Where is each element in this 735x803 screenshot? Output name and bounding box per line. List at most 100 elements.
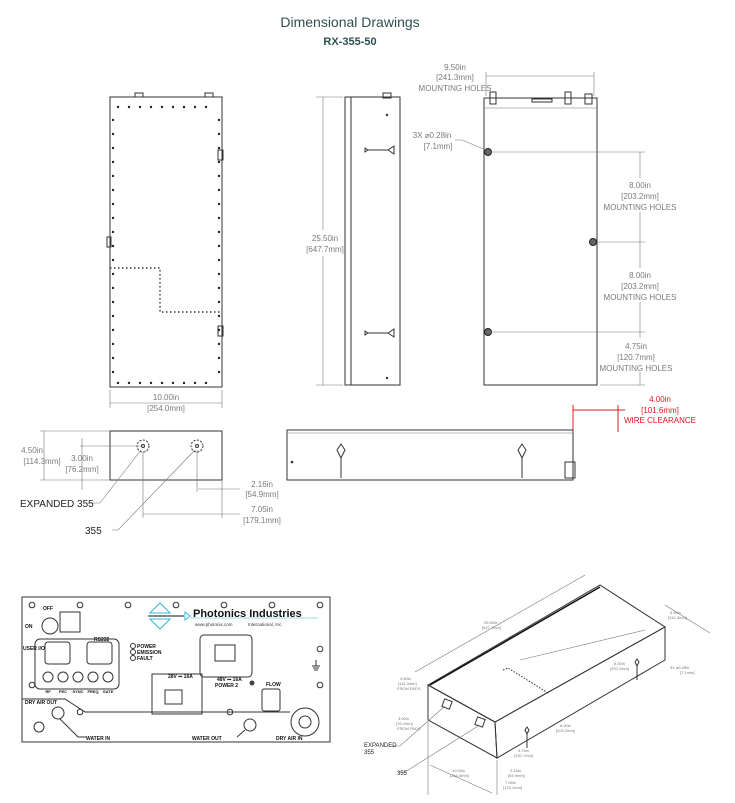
- panel-screw: [28, 601, 36, 609]
- iso-w-mm: [254.0mm]: [450, 773, 469, 778]
- iso-b-mm: [179.1mm]: [503, 785, 522, 790]
- panel-button-freq: [87, 671, 99, 683]
- iso-c-in: 3.00in: [398, 716, 409, 721]
- d1-in: 8.00in: [629, 181, 651, 190]
- iso-w-in: 10.00in: [452, 768, 465, 773]
- fastener-dot: [116, 381, 120, 385]
- fastener-dot: [111, 216, 115, 220]
- fastener-dot: [217, 216, 221, 220]
- fastener-dot: [217, 328, 221, 332]
- fastener-dot: [111, 160, 115, 164]
- fastener-dot: [111, 146, 115, 150]
- fastener-dot: [127, 381, 131, 385]
- page-title: Dimensional Drawings: [280, 14, 419, 30]
- fastener-dot: [193, 105, 197, 109]
- end-a-mm: [54.9mm]: [245, 490, 278, 499]
- hole-diameter-mm: [7.1mm]: [424, 142, 453, 151]
- 355-label: 355: [85, 526, 102, 537]
- led-emission: EMISSION: [137, 650, 162, 656]
- iso-b-in: 7.05in: [505, 780, 516, 785]
- panel-screw: [220, 601, 228, 609]
- fastener-dot: [217, 356, 221, 360]
- panel-screw: [172, 601, 180, 609]
- dry-air-in-label: DRY AIR IN: [276, 736, 303, 742]
- width-dim-mm: [254.0mm]: [147, 404, 185, 413]
- iso-d2-in: 8.00in: [560, 723, 571, 728]
- clearance-in: 4.00in: [649, 395, 671, 404]
- panel-screw: [76, 601, 84, 609]
- iso-h-in: 4.50in: [400, 676, 411, 681]
- fastener-dot: [111, 272, 115, 276]
- rs232-label: RS232: [94, 637, 110, 643]
- iso-length-mm: [647.7mm]: [482, 625, 501, 630]
- d2-mm: [203.2mm]: [621, 282, 659, 291]
- brand-name: Photonics Industries: [193, 608, 302, 620]
- holes-dim-mm: [241.3mm]: [436, 73, 474, 82]
- iso-d3-in: 4.75in: [518, 748, 529, 753]
- d2-label: MOUNTING HOLES: [604, 293, 677, 302]
- flow-label: FLOW: [266, 682, 281, 688]
- length-dim-mm: [647.7mm]: [306, 245, 344, 254]
- fastener-dot: [217, 188, 221, 192]
- fastener-dot: [217, 272, 221, 276]
- expanded-355-label: EXPANDED 355: [20, 499, 94, 510]
- panel-screw: [268, 601, 276, 609]
- bottom-view: 9.50in [241.3mm] MOUNTING HOLES 3X ⌀0.28…: [413, 63, 677, 386]
- fastener-dot: [111, 314, 115, 318]
- fastener-dot: [138, 105, 142, 109]
- end-view: 4.50in [114.3mm] 3.00in [76.2mm] 2.16in …: [20, 430, 281, 537]
- holes-dim-label: MOUNTING HOLES: [419, 84, 492, 93]
- panel-screw: [124, 601, 132, 609]
- iso-d1-in: 8.00in: [614, 661, 625, 666]
- end-h-mm: [114.3mm]: [23, 457, 60, 466]
- panel-screw: [316, 645, 324, 653]
- iso-c-note: FROM PADS: [397, 726, 421, 731]
- panel-button-label: RF: [45, 689, 51, 694]
- length-dim-in: 25.50in: [312, 234, 338, 243]
- fastener-dot: [217, 132, 221, 136]
- fastener-dot: [160, 105, 164, 109]
- fastener-dot: [217, 370, 221, 374]
- end-b-in: 7.05in: [251, 505, 273, 514]
- fastener-dot: [217, 342, 221, 346]
- fastener-dot: [217, 314, 221, 318]
- iso-d2-mm: [203.2mm]: [556, 728, 575, 733]
- iso-width-mm: [241.3mm]: [668, 615, 687, 620]
- fastener-dot: [111, 356, 115, 360]
- iso-expanded-num: 355: [364, 750, 375, 756]
- fastener-dot: [111, 342, 115, 346]
- dry-air-out-label: DRY AIR OUT: [25, 700, 57, 706]
- end-b-mm: [179.1mm]: [243, 516, 281, 525]
- fastener-dot: [193, 381, 197, 385]
- fastener-dot: [160, 381, 164, 385]
- iso-dia-mm: [7.1mm]: [680, 670, 694, 675]
- panel-button-fec: [57, 671, 69, 683]
- panel-button-gate: [102, 671, 114, 683]
- holes-dim-in: 9.50in: [444, 63, 466, 72]
- iso-d3-mm: [120.7mm]: [514, 753, 533, 758]
- fastener-dot: [111, 202, 115, 206]
- fastener-dot: [217, 300, 221, 304]
- iso-width-in: 9.50in: [670, 610, 681, 615]
- d2-in: 8.00in: [629, 271, 651, 280]
- clearance-label: WIRE CLEARANCE: [624, 416, 696, 425]
- fastener-dot: [217, 230, 221, 234]
- d3-mm: [120.7mm]: [617, 353, 655, 362]
- fastener-dot: [127, 105, 131, 109]
- iso-a-mm: [54.9mm]: [508, 773, 525, 778]
- panel-screw: [316, 681, 324, 689]
- wire-clearance: 4.00in [101.6mm] WIRE CLEARANCE: [572, 395, 696, 432]
- fastener-dot: [217, 174, 221, 178]
- led-power: POWER: [137, 644, 156, 650]
- fastener-dot: [111, 258, 115, 262]
- panel-screw: [316, 601, 324, 609]
- panel-button-label: SYNC: [72, 689, 83, 694]
- fastener-dot: [217, 146, 221, 150]
- side-view: 25.50in [647.7mm]: [306, 92, 401, 386]
- fastener-dot: [217, 286, 221, 290]
- fastener-dot: [204, 105, 208, 109]
- brand-sub: International, Inc.: [248, 622, 283, 627]
- iso-h-mm: [114.3mm]: [398, 681, 417, 686]
- clearance-mm: [101.6mm]: [641, 406, 679, 415]
- fastener-dot: [182, 105, 186, 109]
